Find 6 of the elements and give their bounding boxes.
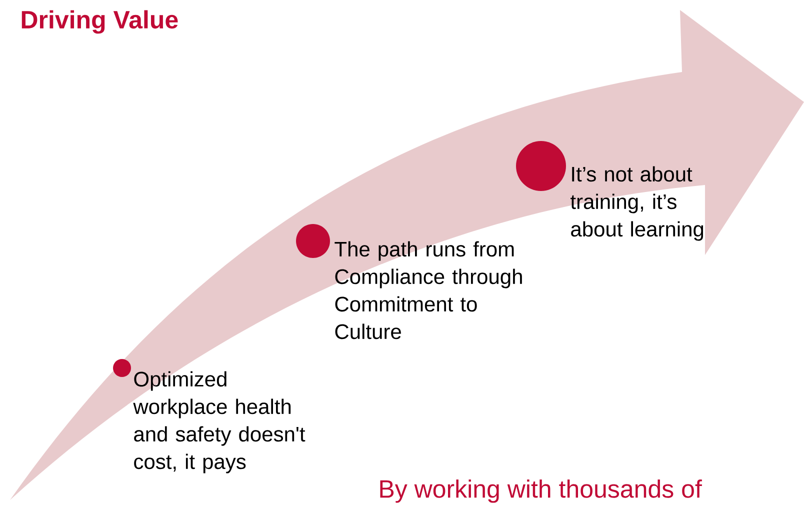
bullet-point: Optimized workplace health and safety doesn't cost, it pays (113, 359, 306, 474)
title: Driving Value (22, 10, 178, 34)
node-label: Optimized workplace health and safety doesn't cost, it pays (133, 371, 306, 474)
note-text: By working with thousands of (380, 480, 702, 503)
node-label: It’s not about training, it’s about learning (570, 166, 704, 241)
node-label: The path runs from Compliance through Commitment to Culture (334, 241, 522, 340)
